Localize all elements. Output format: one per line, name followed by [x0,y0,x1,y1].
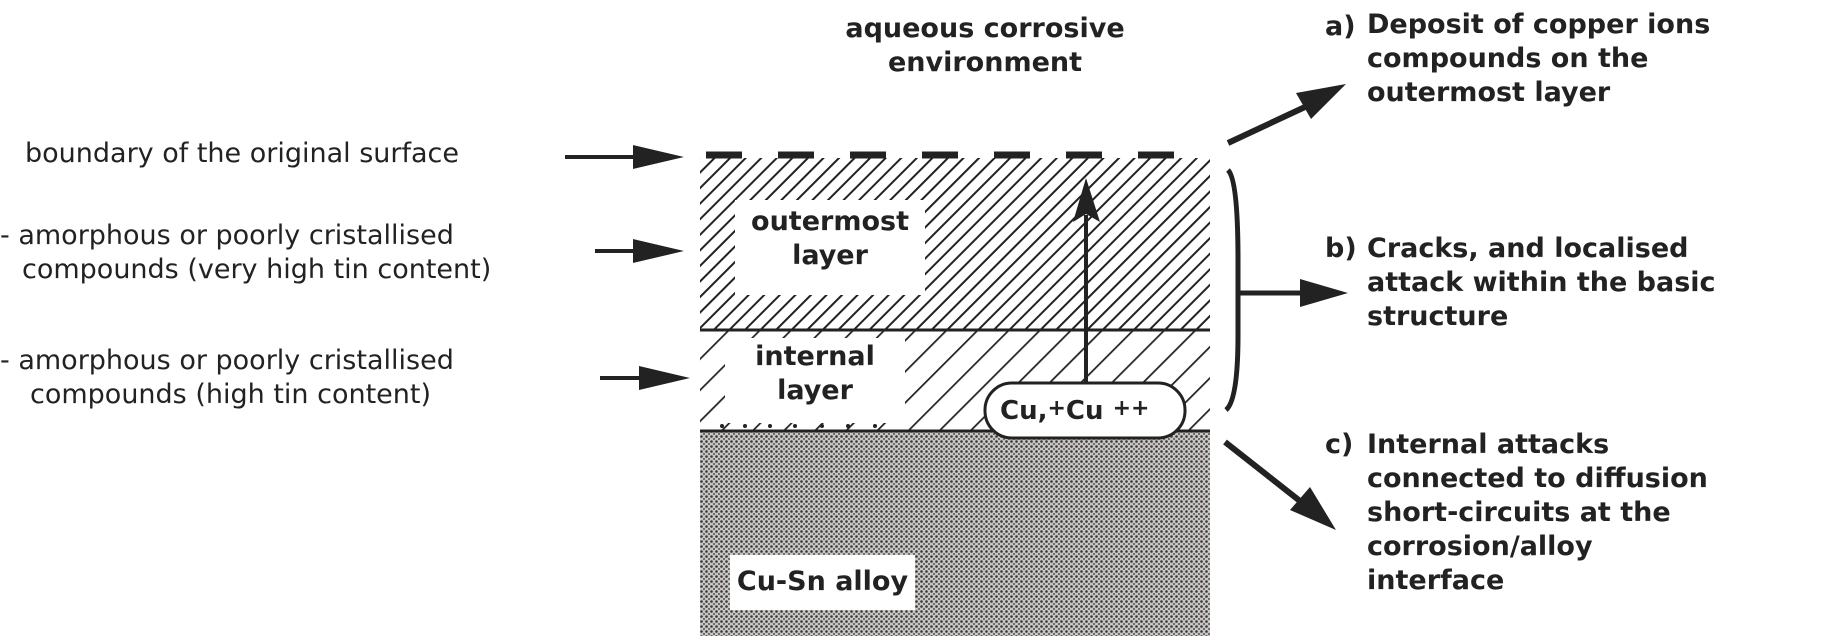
internal-layer-label: internal layer [725,340,905,408]
outcome-b: b) Cracks, and localised attack within t… [1325,233,1716,332]
right-arrows [1223,84,1348,530]
right-bracket [1224,168,1241,412]
outcome-c: c) Internal attacks connected to diffusi… [1325,429,1708,596]
internal-compounds-label: - amorphous or poorly cristallised compo… [0,345,454,410]
environment-label: aqueous corrosive environment [845,13,1125,78]
outcome-a: a) Deposit of copper ions compounds on t… [1325,9,1711,108]
alloy-label: Cu-Sn alloy [730,565,915,599]
left-arrows [565,145,690,390]
outermost-layer-label: outermost layer [735,205,925,273]
copper-ions-label: Cu,+Cu ++ [1000,396,1150,426]
outer-compounds-label: - amorphous or poorly cristallised compo… [0,220,492,285]
boundary-label: boundary of the original surface [25,138,460,169]
